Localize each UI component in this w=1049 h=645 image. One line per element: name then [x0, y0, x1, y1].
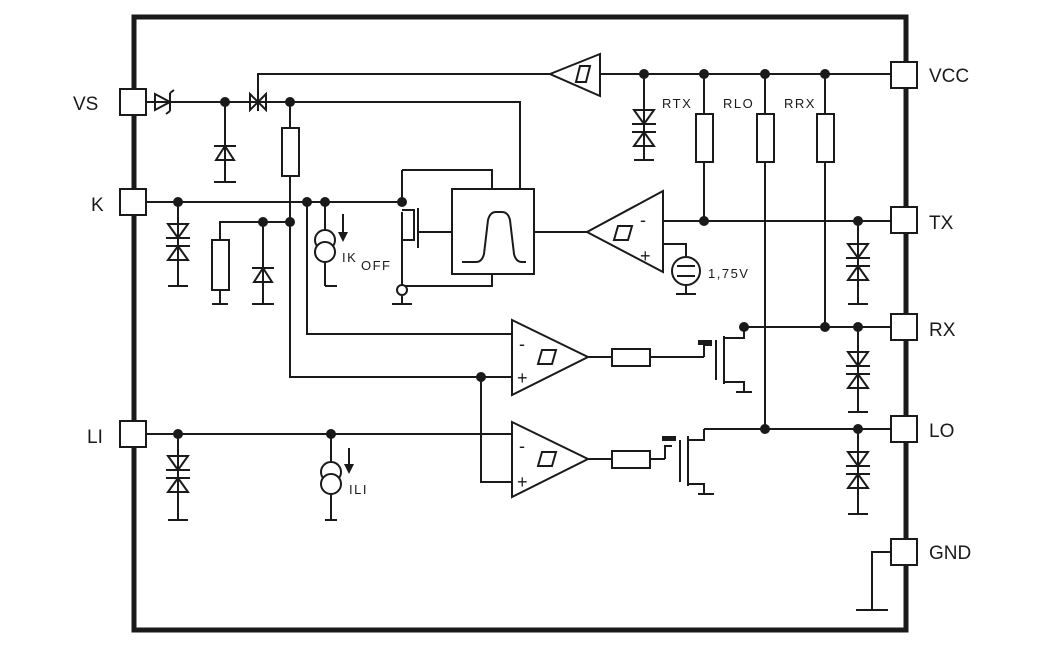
lo-comparator-minus: - [519, 436, 525, 456]
vref-label: 1,75V [708, 266, 749, 281]
tx-comparator-plus: + [640, 246, 651, 266]
pin-label-lo: LO [929, 421, 954, 442]
lo-comparator: - + [511, 420, 591, 499]
rx-series-resistor [611, 348, 651, 367]
rlo-resistor [756, 113, 775, 163]
ik-label: IK [342, 250, 357, 265]
k-zener-diode [252, 266, 274, 305]
vs-vcc-diode [249, 91, 267, 113]
rtx-label: RTX [662, 96, 692, 111]
pin-vcc: VCC [890, 61, 969, 89]
pin-lo: LO [890, 415, 954, 443]
tx-clamp-diode [846, 243, 870, 305]
junction-dots [173, 69, 863, 439]
pin-label-k: K [91, 195, 104, 216]
pin-vs: VS [73, 88, 147, 116]
rlo-label: RLO [723, 96, 754, 111]
pin-rx: RX [890, 313, 956, 341]
vs-resistor [281, 127, 300, 177]
off-label: OFF [361, 258, 392, 273]
rrx-label: RRX [784, 96, 816, 111]
lo-clamp-diode [846, 451, 870, 515]
pin-label-gnd: GND [929, 543, 971, 564]
pin-li: LI [87, 420, 147, 448]
k-resistor [211, 239, 230, 291]
li-clamp-diode [166, 455, 190, 521]
wires [146, 73, 891, 611]
vref-source: 1,75V [671, 256, 749, 295]
rrx-resistor [816, 113, 835, 163]
rx-output-mosfet [698, 327, 752, 393]
pin-label-li: LI [87, 427, 103, 448]
pin-k: K [91, 188, 147, 216]
pin-label-rx: RX [929, 320, 956, 341]
rx-comparator-minus: - [519, 334, 525, 354]
tx-comparator: - + [584, 189, 664, 274]
tx-comparator-minus: - [640, 210, 646, 230]
ik-off-current-source: IK OFF [314, 214, 392, 273]
ili-label: ILI [349, 482, 368, 497]
rx-comparator: - + [511, 318, 591, 397]
pin-gnd: GND [890, 538, 971, 566]
k-clamp-diode [166, 223, 190, 287]
vcc-buffer [547, 52, 601, 98]
pin-tx: TX [890, 206, 954, 234]
pulse-filter-block [451, 188, 535, 275]
k-mosfet [396, 208, 452, 296]
ili-current-source: ILI [320, 448, 368, 521]
vs-input-diode [154, 89, 175, 115]
lo-series-resistor [611, 450, 651, 469]
lo-comparator-plus: + [517, 472, 528, 492]
rx-comparator-plus: + [517, 368, 528, 388]
rx-clamp-diode [846, 351, 870, 413]
pin-label-tx: TX [929, 213, 954, 234]
rtx-resistor [695, 113, 714, 163]
pin-label-vcc: VCC [929, 66, 969, 87]
lo-output-mosfet [662, 429, 714, 495]
vcc-zener-diode [632, 109, 656, 161]
pin-label-vs: VS [73, 94, 98, 115]
